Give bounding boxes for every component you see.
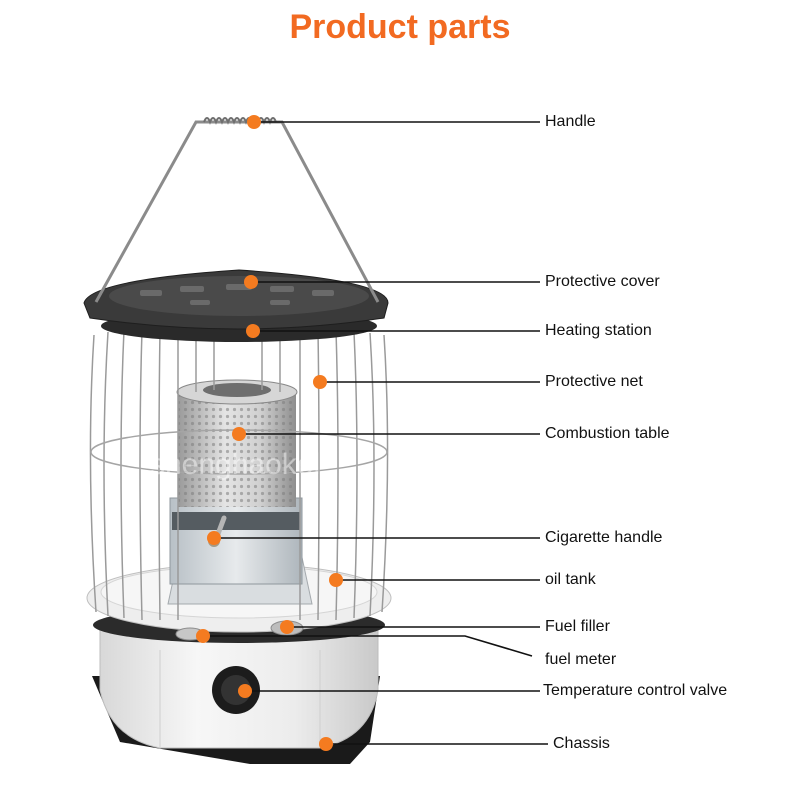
label-protective-net: Protective net bbox=[545, 373, 643, 390]
label-fuel-meter: fuel meter bbox=[545, 651, 617, 668]
marker-protective-cover bbox=[244, 275, 258, 289]
label-cigarette-handle: Cigarette handle bbox=[545, 529, 663, 546]
label-oil-tank: oil tank bbox=[545, 571, 596, 588]
marker-chassis bbox=[319, 737, 333, 751]
marker-fuel-meter bbox=[196, 629, 210, 643]
label-protective-cover: Protective cover bbox=[545, 273, 660, 290]
marker-cigarette-handle bbox=[207, 531, 221, 545]
burner-column bbox=[169, 497, 303, 585]
marker-combustion-table bbox=[232, 427, 246, 441]
label-heating-station: Heating station bbox=[545, 322, 652, 339]
watermark-text: shenghaokel bbox=[150, 448, 320, 481]
label-chassis: Chassis bbox=[553, 735, 610, 752]
page-title: Product parts bbox=[289, 8, 511, 46]
marker-temperature-control-valve bbox=[238, 684, 252, 698]
label-fuel-filler: Fuel filler bbox=[545, 618, 610, 635]
marker-heating-station bbox=[246, 324, 260, 338]
label-combustion-table: Combustion table bbox=[545, 425, 670, 442]
label-handle: Handle bbox=[545, 113, 596, 130]
marker-handle bbox=[247, 115, 261, 129]
marker-oil-tank bbox=[329, 573, 343, 587]
marker-protective-net bbox=[313, 375, 327, 389]
leader-line-fuel-meter bbox=[203, 635, 533, 657]
marker-fuel-filler bbox=[280, 620, 294, 634]
label-temperature-control-valve: Temperature control valve bbox=[543, 682, 728, 699]
